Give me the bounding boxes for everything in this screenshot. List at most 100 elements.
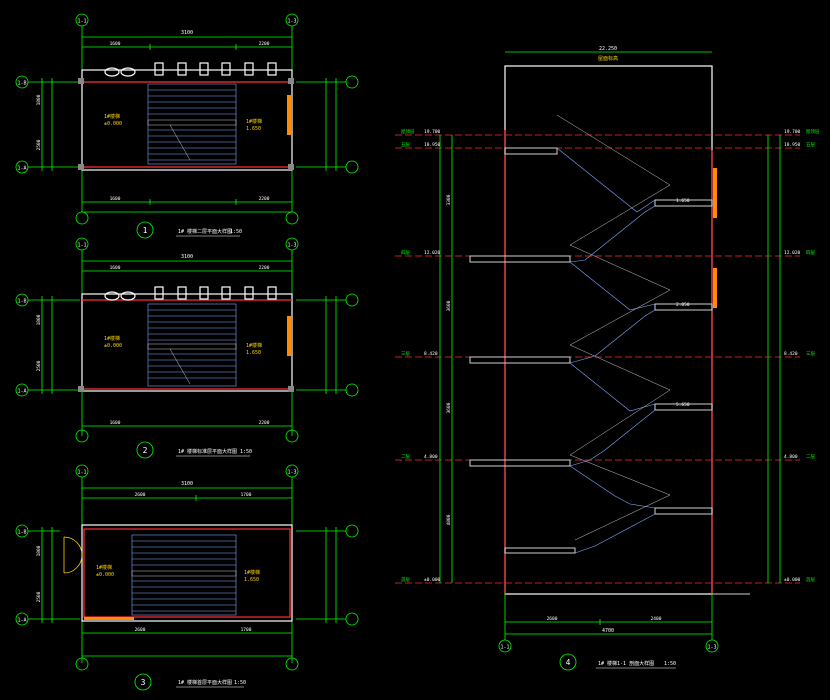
floor-height-1: 3600	[446, 300, 452, 311]
axis-label-bottom-right: 1-3	[707, 645, 716, 651]
side-dim-1: 1800	[36, 94, 42, 105]
top-dim-1: 1600	[110, 41, 121, 47]
level-elev-right-3: 8.420	[784, 351, 798, 357]
landing-elev-1: 2.850	[676, 302, 690, 308]
axis-label-top-left: 1-1	[77, 470, 86, 476]
plan-scale: 1:50	[230, 229, 242, 235]
plan-number: 3	[141, 678, 146, 687]
top-dim-2: 1700	[241, 492, 252, 498]
bottom-dim-2: 2200	[259, 196, 270, 202]
level-label-right-1: 五层	[806, 142, 815, 148]
bottom-dimension: 4700	[602, 628, 614, 634]
plan-title: 1# 楼梯标准层平面大样图	[178, 448, 237, 455]
level-label-right-2: 四层	[806, 250, 815, 256]
landing-label: 1#楼梯	[244, 569, 260, 576]
room-label: 1#楼梯	[96, 564, 112, 571]
axis-label-side-bottom: 1-A	[17, 166, 26, 172]
landing-label: 1#楼梯	[246, 342, 262, 349]
level-label-right-5: 首层	[806, 576, 815, 583]
level-elev-left-1: 18.950	[424, 142, 441, 148]
stair-room-outline	[81, 69, 293, 171]
section-number: 4	[566, 658, 571, 667]
stair-flights	[556, 147, 656, 554]
level-elev-left-3: 8.420	[424, 351, 438, 357]
entry-door	[63, 536, 83, 574]
section-4: 22.250 屋面标高	[395, 46, 820, 671]
landing-elev-2: 5.650	[676, 402, 690, 408]
level-elev-right-2: 12.020	[784, 250, 801, 256]
axis-label-side-top: 1-B	[17, 299, 26, 305]
axis-label-top-right: 1-3	[287, 243, 296, 249]
bottom-dim-1: 1600	[110, 420, 121, 426]
side-dim-2: 2500	[36, 139, 42, 150]
top-dim-1: 2600	[135, 492, 146, 498]
overall-dimension: 3100	[181, 254, 193, 260]
plan-title: 1# 楼梯首层平面大样图	[178, 679, 232, 686]
level-label-right-4: 二层	[806, 454, 815, 460]
room-elevation: ±0.000	[104, 121, 122, 127]
level-elev-right-4: 4.800	[784, 454, 798, 460]
level-elev-left-0: 19.700	[424, 129, 441, 135]
level-elev-right-5: ±0.000	[784, 577, 801, 583]
floor-height-0: 3300	[446, 194, 452, 205]
bottom-dim-1: 1600	[110, 196, 121, 202]
side-dim-1: 1800	[36, 314, 42, 325]
room-label: 1#楼梯	[104, 113, 120, 120]
plan-scale: 1:50	[234, 680, 246, 686]
level-elev-left-5: ±0.000	[424, 577, 441, 583]
section-title: 1# 楼梯1-1 剖面大样图	[598, 660, 654, 667]
plan-scale: 1:50	[240, 449, 252, 455]
axis-label-top-left: 1-1	[77, 243, 86, 249]
axis-bubble-right-bottom	[345, 160, 359, 174]
axis-bubble-right-top	[345, 75, 359, 89]
landing-elevation: 1.650	[244, 577, 259, 583]
axis-label-bottom-left: 1-1	[500, 645, 509, 651]
plan-number: 2	[143, 446, 148, 455]
level-label-left-1: 五层	[401, 142, 410, 148]
top-dim-1: 1600	[110, 265, 121, 271]
plan-1: 1-1 1-3 3100 1600 2200 1-B 1-A 1800 2500	[15, 13, 359, 239]
level-elev-left-2: 12.020	[424, 250, 441, 256]
plan-number-bubble	[136, 221, 154, 239]
landing-label: 1#楼梯	[246, 118, 262, 125]
level-label-left-0: 屋顶层	[401, 129, 415, 135]
floor-height-3: 4800	[446, 514, 452, 525]
bottom-sub-dim-1: 2400	[651, 616, 662, 622]
axis-label-top-left: 1-1	[77, 19, 86, 25]
bottom-dim-2: 1700	[241, 627, 252, 633]
landing-elevation: 1.650	[246, 126, 261, 132]
level-elev-right-0: 19.700	[784, 129, 801, 135]
axis-label-top-right: 1-3	[287, 19, 296, 25]
axis-label-side-top: 1-B	[17, 81, 26, 87]
bottom-dim-2: 2200	[259, 420, 270, 426]
overall-dimension: 3100	[181, 481, 193, 487]
axis-label-side-top: 1-B	[17, 530, 26, 536]
axis-label-top-right: 1-3	[287, 470, 296, 476]
axis-label-side-bottom: 1-A	[17, 618, 26, 624]
plan-2: 1-1 1-3 3100 1600 2200 1-B 1-A 1800 2500	[15, 237, 359, 459]
handrails	[556, 114, 671, 541]
level-label-right-0: 屋顶层	[806, 129, 820, 135]
roof-dimension: 22.250	[599, 46, 617, 52]
level-label-left-2: 四层	[401, 250, 410, 256]
landing-elevation: 1.650	[246, 350, 261, 356]
top-dim-2: 2200	[259, 41, 270, 47]
side-dim-2: 2500	[36, 360, 42, 371]
overall-dimension: 3100	[181, 30, 193, 36]
side-dim-1: 1800	[36, 545, 42, 556]
level-label-left-3: 三层	[401, 351, 410, 357]
section-outline	[504, 65, 713, 595]
plan-title: 1# 楼梯二层平面大样图	[178, 228, 232, 235]
side-dim-2: 2500	[36, 591, 42, 602]
floor-height-2: 3600	[446, 402, 452, 413]
level-label-left-5: 首层	[401, 576, 410, 583]
level-label-right-3: 三层	[806, 351, 815, 357]
bottom-sub-dim-0: 2600	[547, 616, 558, 622]
door-marker	[287, 95, 291, 135]
plan-number: 1	[143, 226, 148, 235]
level-elev-left-4: 4.800	[424, 454, 438, 460]
axis-label-side-bottom: 1-A	[17, 389, 26, 395]
landing-elev-0: 1.650	[676, 198, 690, 204]
top-dim-2: 2200	[259, 265, 270, 271]
